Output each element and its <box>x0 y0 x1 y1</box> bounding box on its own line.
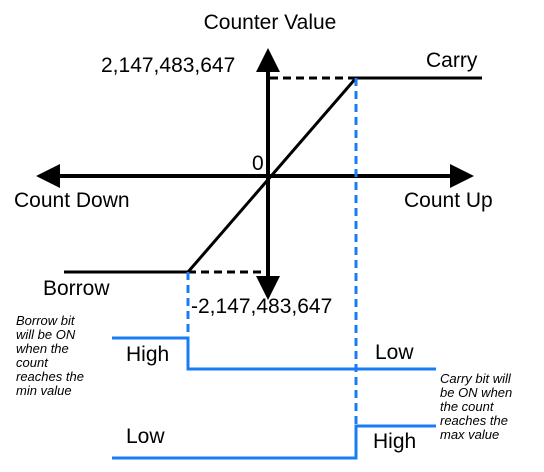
borrow-high-label: High <box>126 343 169 366</box>
borrow-note-line: Borrow bit <box>16 313 76 328</box>
carry-low-label: Low <box>126 425 165 448</box>
borrow-signal <box>112 336 436 371</box>
borrow-low-label: Low <box>375 341 414 364</box>
max-value-label: 2,147,483,647 <box>101 54 235 77</box>
borrow-label: Borrow <box>43 277 110 300</box>
zero-label: 0 <box>252 152 264 175</box>
borrow-note-line: count <box>16 355 49 370</box>
axis-title: Counter Value <box>204 11 337 34</box>
carry-note-line: be ON when <box>440 385 512 400</box>
carry-note-line: max value <box>440 427 499 442</box>
count-down-label: Count Down <box>14 189 130 212</box>
horizontal-axis-arrow-right <box>450 164 474 188</box>
borrow-note: Borrow bit will be ON when the count rea… <box>16 313 84 398</box>
vertical-axis-arrow-up <box>256 48 280 72</box>
borrow-note-line: when the <box>16 341 69 356</box>
borrow-note-line: will be ON <box>16 327 76 342</box>
carry-high-label: High <box>373 430 416 453</box>
min-value-label: -2,147,483,647 <box>191 295 332 318</box>
carry-note: Carry bit will be ON when the count reac… <box>440 371 512 442</box>
horizontal-axis-arrow-left <box>36 164 60 188</box>
count-up-label: Count Up <box>404 189 493 212</box>
vertical-axis-arrow-down <box>256 276 280 300</box>
carry-note-line: Carry bit will <box>440 371 512 386</box>
carry-signal <box>112 424 436 460</box>
counter-value-line <box>64 76 482 274</box>
carry-note-line: reaches the <box>440 413 508 428</box>
borrow-note-line: min value <box>16 383 72 398</box>
carry-label: Carry <box>426 49 478 72</box>
borrow-note-line: reaches the <box>16 369 84 384</box>
carry-note-line: the count <box>440 399 495 414</box>
